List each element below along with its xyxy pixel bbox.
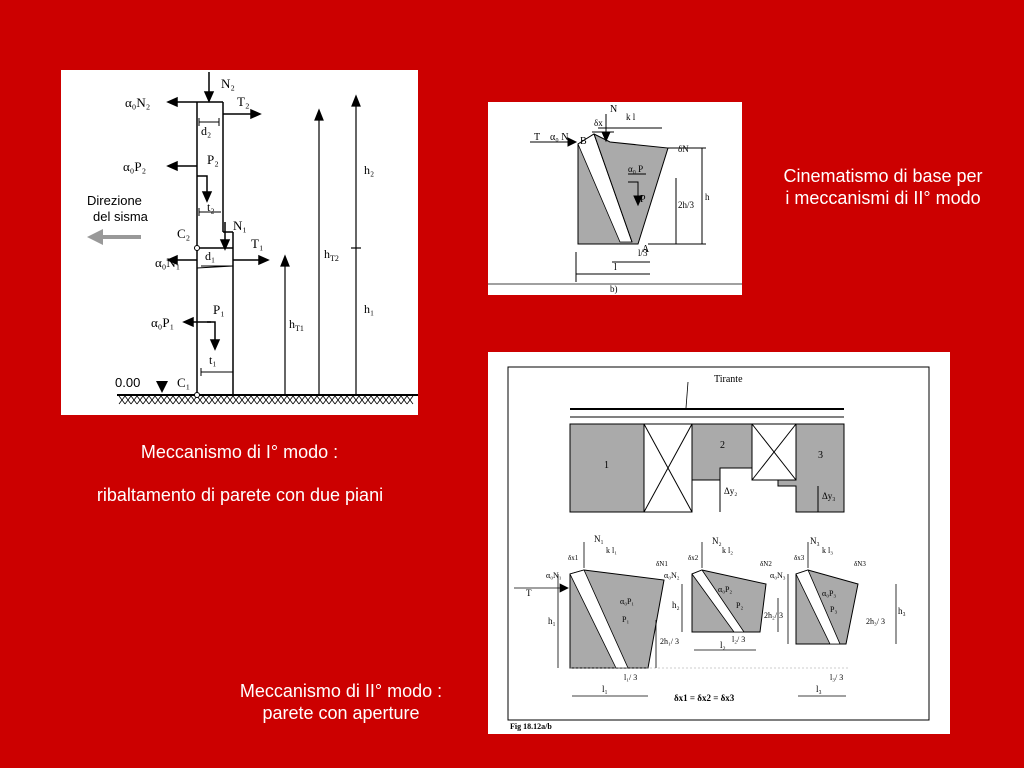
label-a0n1: α₀N₁ — [155, 255, 180, 270]
label-dn3: δN3 — [854, 560, 866, 568]
label-kl2: k l₂ — [722, 546, 733, 555]
label-fig: Fig 18.12a/b — [510, 722, 552, 731]
diagram-base-kinematism: T α₀ N B N k l δx δN α₀ P P 2h/3 h l/3 A… — [488, 104, 742, 294]
label-level: 0.00 — [115, 375, 140, 390]
label-dx: δx — [594, 118, 603, 128]
label-a0p1: α₀P₁ — [620, 597, 634, 606]
label-h23: 2h/3 — [678, 200, 695, 210]
label-direction-2: del sisma — [93, 209, 149, 224]
label-p2: P₂ — [207, 152, 219, 167]
label-ht2: hT2 — [324, 247, 339, 263]
label-d2: d₂ — [201, 124, 211, 138]
label-kl: k l — [626, 112, 636, 122]
label-l: l — [614, 262, 617, 273]
caption-base-kinematism-line2: i meccanismi di II° modo — [785, 188, 981, 208]
label-l3: l₃ — [816, 684, 822, 694]
label-p1: P₁ — [213, 302, 225, 317]
label-l1: l₁ — [602, 684, 608, 694]
caption-mode1-subtitle: ribaltamento di parete con due piani — [96, 485, 384, 505]
label-h: h — [705, 192, 710, 202]
label-a0p3: α₀P₃ — [822, 589, 836, 598]
label-ht1: hT1 — [289, 317, 304, 333]
label-dx3: δx3 — [794, 554, 805, 562]
label-panel-2: 2 — [720, 440, 725, 451]
figure-two-storey-overturning: N₂ T₂ α₀N₂ d₂ P₂ α₀P₂ t₂ Direzione del s… — [61, 70, 418, 415]
label-n2: N₂ — [712, 536, 722, 546]
label-l1-3: l₁/ 3 — [624, 673, 637, 682]
label-h2: h₂ — [672, 600, 680, 610]
label-n1: N₁ — [594, 534, 604, 544]
caption-mode2-line2: parete con aperture — [262, 703, 420, 723]
label-dn: δN — [678, 144, 689, 154]
caption-base-kinematism: Cinematismo di base per i meccanismi di … — [748, 165, 1018, 209]
label-a0p1: α₀P₁ — [151, 315, 174, 330]
label-t2: T₂ — [237, 94, 249, 109]
label-a0n1: α₀N₁ — [546, 571, 562, 580]
label-h1-23: 2h₁/ 3 — [660, 637, 679, 646]
label-c1: C₁ — [177, 375, 190, 390]
label-t: T — [534, 132, 540, 143]
seismic-direction-arrow — [87, 229, 141, 245]
label-p: P — [640, 194, 646, 205]
label-dx2: δx2 — [688, 554, 699, 562]
label-panel-3: 3 — [818, 450, 823, 461]
label-l3-3: l₃/ 3 — [830, 673, 843, 682]
label-l2: l₂ — [720, 640, 726, 650]
label-h1: h₁ — [548, 616, 556, 626]
label-a0p2: α₀P₂ — [123, 159, 146, 174]
label-t2b: t₂ — [207, 200, 215, 214]
label-l3: l/3 — [638, 248, 648, 258]
caption-base-kinematism-line1: Cinematismo di base per — [783, 166, 983, 186]
label-dy2: Δy₂ — [724, 486, 737, 496]
label-l2-3: l₂/ 3 — [732, 635, 745, 644]
label-h3: h₃ — [898, 606, 906, 616]
figure-base-kinematism: T α₀ N B N k l δx δN α₀ P P 2h/3 h l/3 A… — [488, 102, 742, 295]
label-h3-23: 2h₃/ 3 — [866, 617, 885, 626]
label-n2: N₂ — [221, 76, 235, 91]
caption-mode1-title: Meccanismo di I° modo : — [140, 442, 339, 462]
label-h2: h₂ — [364, 163, 374, 177]
label-tirante: Tirante — [714, 374, 743, 385]
label-b: B — [580, 136, 587, 147]
label-h1: h₁ — [364, 302, 374, 316]
label-a0p2: α₀P₂ — [718, 585, 732, 594]
label-t: T — [526, 588, 532, 598]
label-kl3: k l₃ — [822, 546, 833, 555]
label-dn1: δN1 — [656, 560, 668, 568]
label-n1: N₁ — [233, 218, 247, 233]
caption-mode2: Meccanismo di II° modo : parete con aper… — [196, 680, 486, 724]
diagram-wall-overturning: N₂ T₂ α₀N₂ d₂ P₂ α₀P₂ t₂ Direzione del s… — [87, 72, 418, 405]
label-p2: P₂ — [736, 601, 743, 610]
label-a: A — [642, 244, 650, 255]
label-t1: T₁ — [251, 236, 263, 251]
label-direction-1: Direzione — [87, 193, 142, 208]
label-d1: d₁ — [205, 249, 215, 263]
label-p3: P₃ — [830, 605, 837, 614]
label-a0n: α₀ N — [550, 132, 568, 143]
label-a0n2: α₀N₂ — [664, 571, 680, 580]
diagram-wall-with-openings: Tirante 1 2 3 Δy₂ Δy₃ — [507, 366, 930, 731]
label-a0n3: α₀N₃ — [770, 571, 786, 580]
label-p1: P₁ — [622, 615, 629, 624]
label-h2-23: 2h₂/ 3 — [764, 611, 783, 620]
ground-hatch — [118, 395, 414, 405]
label-equation: δx1 = δx2 = δx3 — [674, 693, 735, 703]
label-panel-1: 1 — [604, 460, 609, 471]
label-b-panel: b) — [610, 284, 618, 294]
label-a0p: α₀ P — [628, 164, 643, 174]
label-t1b: t₁ — [209, 353, 217, 367]
label-c2: C₂ — [177, 226, 190, 241]
figure-wall-with-openings: Tirante 1 2 3 Δy₂ Δy₃ — [488, 352, 950, 734]
label-dn2: δN2 — [760, 560, 772, 568]
label-dy3: Δy₃ — [822, 491, 835, 501]
label-a0n2: α₀N₂ — [125, 95, 150, 110]
label-dx1: δx1 — [568, 554, 579, 562]
label-n: N — [610, 104, 617, 115]
label-n3: N₃ — [810, 536, 820, 546]
caption-mode2-line1: Meccanismo di II° modo : — [239, 681, 443, 701]
label-kl1: k l₁ — [606, 546, 617, 555]
